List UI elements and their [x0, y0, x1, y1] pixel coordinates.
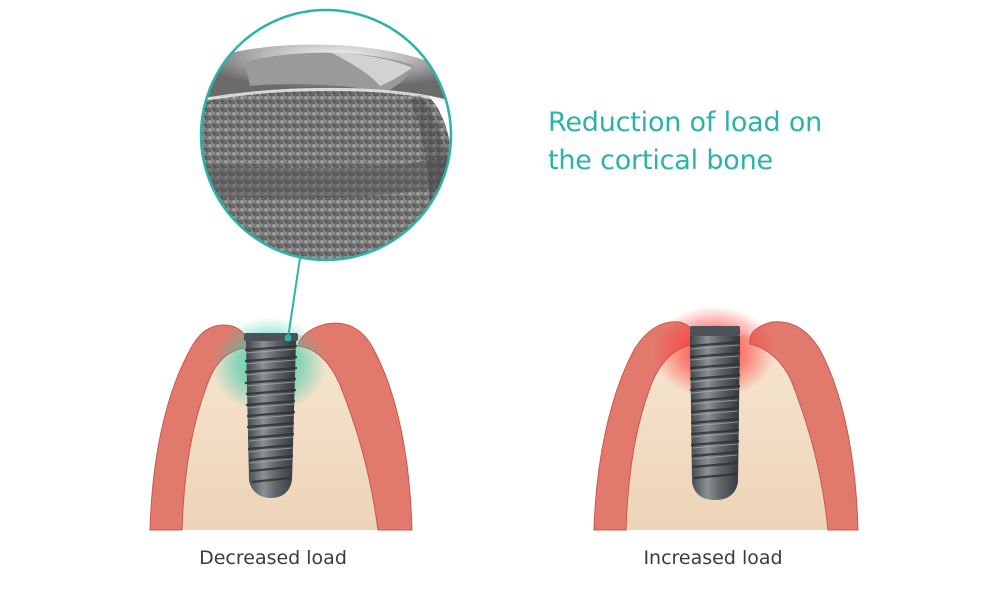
headline: Reduction of load on the cortical bone: [548, 104, 822, 180]
right-panel-illustration: [593, 306, 859, 531]
magnifier-anchor-dot: [284, 334, 292, 342]
headline-line-1: Reduction of load on: [548, 107, 823, 138]
left-panel-illustration: [149, 317, 413, 531]
magnifier-connector-line: [287, 257, 301, 339]
left-implant: [244, 333, 298, 498]
right-implant: [689, 326, 741, 500]
caption-decreased-load: Decreased load: [199, 547, 347, 569]
caption-increased-load: Increased load: [643, 547, 783, 569]
magnifier-circle-icon: [199, 8, 453, 262]
headline-line-2: the cortical bone: [548, 145, 773, 176]
